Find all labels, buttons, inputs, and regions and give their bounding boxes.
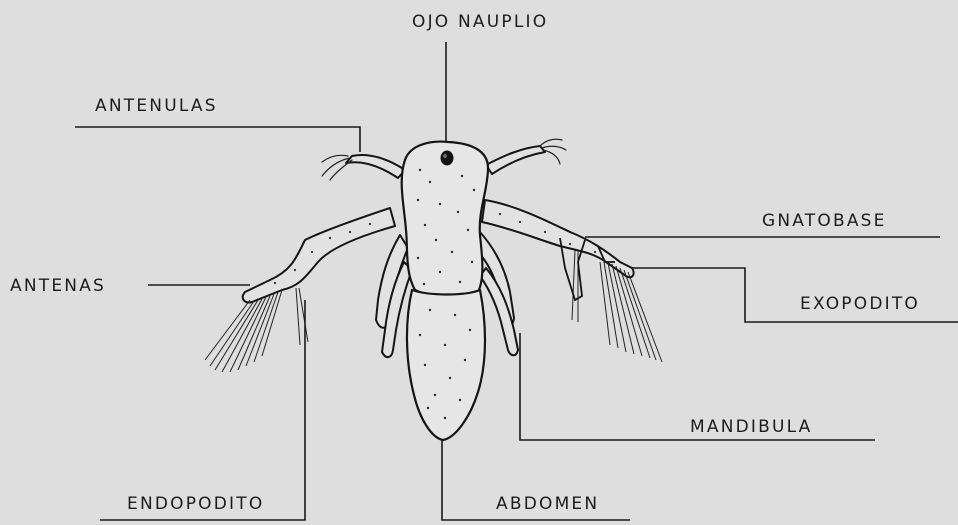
right-antenna [482,200,634,277]
label-exopodite: EXOPODITO [800,294,920,314]
label-eye: OJO NAUPLIO [412,12,548,32]
label-antennules: ANTENULAS [95,96,218,116]
leader-endopodite [100,300,305,520]
label-gnathobase: GNATOBASE [762,211,887,231]
label-endopodite: ENDOPODITO [127,494,264,514]
right-antennule [486,146,545,174]
label-mandible: MANDIBULA [690,417,813,437]
leader-antennules [75,127,360,152]
left-antennule [346,155,405,178]
label-abdomen: ABDOMEN [496,494,599,514]
left-antenna [243,208,395,302]
naupliar-eye [441,151,454,166]
label-antennae: ANTENAS [10,276,106,296]
left-antennule-hairs [322,155,352,180]
nauplius-drawing [205,139,662,440]
